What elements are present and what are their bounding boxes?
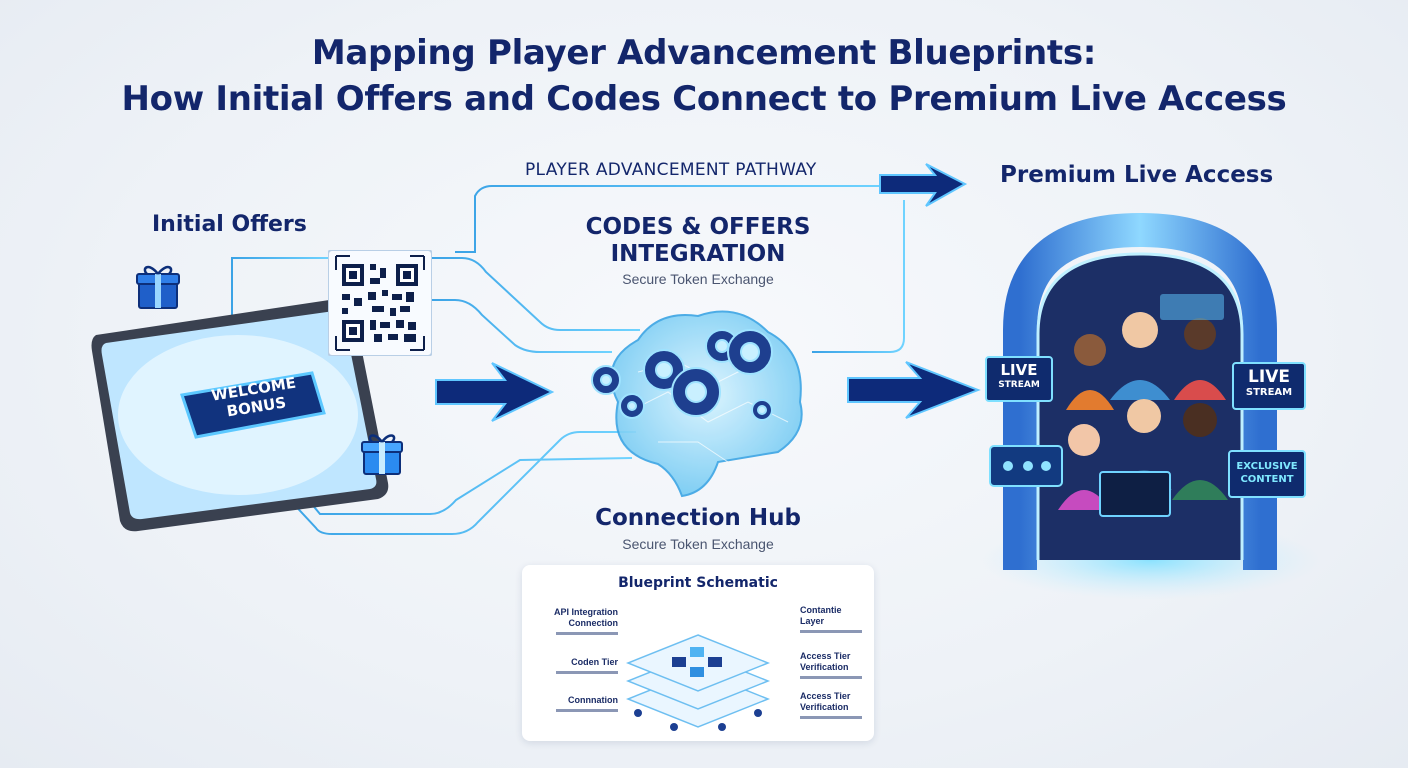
schematic-label-left-1: API Integration Connection — [534, 607, 618, 635]
gift-icon — [136, 265, 180, 309]
schematic-label-right-1: Contantie Layer — [800, 605, 870, 633]
schematic-label-right-1-line-1: Contantie — [800, 605, 842, 615]
schematic-detail-line — [556, 671, 618, 674]
integration-heading: CODES & OFFERS INTEGRATION — [548, 214, 848, 268]
flow-arrows — [435, 163, 981, 422]
tablet — [91, 298, 389, 532]
live-stream-badge-left: LIVE STREAM — [985, 356, 1053, 402]
schematic-label-right-1-line-2: Layer — [800, 616, 825, 626]
initial-offers-heading: Initial Offers — [152, 212, 307, 237]
schematic-label-left-3-line-1: Connnation — [568, 695, 618, 705]
integration-heading-line-2: INTEGRATION — [610, 241, 786, 267]
title-line-2: How Initial Offers and Codes Connect to … — [121, 79, 1287, 119]
gift-icon — [361, 434, 403, 475]
schematic-label-right-3-line-2: Verification — [800, 702, 849, 712]
exclusive-content-badge: EXCLUSIVE CONTENT — [1228, 450, 1306, 498]
hub-heading: Connection Hub — [595, 505, 801, 531]
badge-left-line-2: STREAM — [998, 380, 1040, 390]
schematic-detail-line — [800, 676, 862, 679]
pathway-label: PLAYER ADVANCEMENT PATHWAY — [525, 160, 817, 180]
schematic-label-right-3-line-1: Access Tier — [800, 691, 851, 701]
schematic-detail-line — [800, 716, 862, 719]
schematic-detail-line — [800, 630, 862, 633]
audience-group — [1058, 312, 1228, 517]
brain-gears-icon — [591, 310, 803, 498]
badge-right-line-2: STREAM — [1245, 387, 1293, 398]
live-stream-badge-right: LIVE STREAM — [1232, 362, 1306, 410]
gears — [591, 329, 773, 421]
exclusive-line-1: EXCLUSIVE — [1236, 461, 1298, 472]
schematic-detail-line — [556, 632, 618, 635]
schematic-detail-line — [556, 709, 618, 712]
badge-right-line-1: LIVE — [1248, 367, 1290, 387]
integration-heading-line-1: CODES & OFFERS — [585, 214, 811, 240]
arrow-pathway — [879, 163, 968, 207]
schematic-label-right-2-line-1: Access Tier — [800, 651, 851, 661]
schematic-label-left-1-line-2: Connection — [568, 618, 619, 628]
title-line-1: Mapping Player Advancement Blueprints: — [311, 33, 1097, 73]
exclusive-line-2: CONTENT — [1240, 474, 1294, 485]
schematic-label-right-2-line-2: Verification — [800, 662, 849, 672]
arrow-to-integration — [435, 362, 555, 422]
qr-code-icon — [328, 250, 432, 356]
integration-subtext: Secure Token Exchange — [622, 271, 774, 287]
schematic-label-left-2: Coden Tier — [534, 657, 618, 674]
page-title: Mapping Player Advancement Blueprints: H… — [0, 30, 1408, 122]
blueprint-schematic-card: Blueprint Schematic API Integration Conn… — [522, 565, 874, 741]
schematic-label-right-3: Access Tier Verification — [800, 691, 870, 719]
schematic-label-left-3: Connnation — [534, 695, 618, 712]
badge-left-line-1: LIVE — [1000, 361, 1038, 379]
schematic-stack-icon — [625, 634, 771, 731]
hub-subtext: Secure Token Exchange — [622, 536, 774, 552]
premium-heading: Premium Live Access — [1000, 162, 1274, 188]
schematic-label-left-1-line-1: API Integration — [553, 607, 618, 617]
live-access-portal — [980, 212, 1320, 600]
schematic-label-left-2-line-1: Coden Tier — [571, 657, 618, 667]
schematic-title: Blueprint Schematic — [618, 575, 778, 591]
arrow-to-premium — [847, 361, 981, 419]
schematic-label-right-2: Access Tier Verification — [800, 651, 870, 679]
pathway-line — [455, 185, 890, 253]
